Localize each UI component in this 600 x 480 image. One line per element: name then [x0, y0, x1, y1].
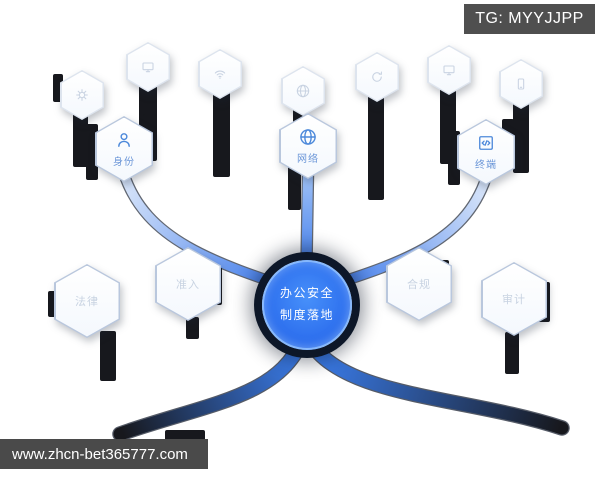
shadow-bar	[288, 166, 301, 210]
node-label: 准入	[176, 279, 200, 291]
user-icon	[118, 133, 130, 147]
shadow-bar	[186, 317, 199, 339]
globe-icon	[296, 84, 310, 98]
satellite-node	[281, 66, 325, 116]
sync-icon	[372, 71, 382, 82]
node-label: 法律	[75, 296, 99, 308]
node-label: 合规	[407, 279, 431, 291]
center-node-line1: 办公安全	[279, 286, 334, 301]
node-compliance: 合规	[386, 247, 452, 321]
wifi-icon	[214, 70, 226, 79]
node-label: 审计	[502, 294, 526, 306]
shadow-bar	[505, 332, 519, 374]
shadow-bar	[48, 291, 57, 317]
shadow-bar	[100, 331, 116, 381]
node-terminal: 终端	[457, 119, 515, 185]
watermark-bar: www.zhcn-bet365777.com	[0, 439, 208, 469]
shadow-bar	[165, 430, 205, 441]
center-node: 办公安全 制度落地	[262, 260, 352, 350]
shadow-bar	[213, 91, 230, 177]
code-icon	[479, 136, 493, 150]
node-access: 准入	[155, 247, 221, 321]
monitor-icon	[443, 65, 455, 76]
shadow-bar	[53, 74, 63, 102]
center-node-line2: 制度落地	[279, 308, 334, 322]
shadow-bar	[368, 96, 384, 200]
gear-icon	[76, 89, 88, 101]
satellite-node	[198, 49, 242, 99]
node-network: 网络	[279, 113, 337, 179]
smartphone-icon	[517, 78, 525, 90]
node-identity: 身份	[95, 116, 153, 182]
satellite-node	[499, 59, 543, 109]
globe-icon	[300, 129, 316, 145]
node-label: 网络	[297, 154, 319, 165]
monitor-icon	[142, 62, 154, 73]
node-audit: 审计	[481, 262, 547, 336]
node-label: 身份	[113, 157, 135, 168]
tg-badge-label: TG: MYYJJPP	[475, 10, 584, 27]
tg-badge: TG: MYYJJPP	[464, 4, 595, 34]
shadow-bar	[73, 103, 88, 167]
satellite-node	[60, 70, 104, 120]
shadow-bar	[143, 114, 156, 130]
shadow-bar	[513, 103, 529, 173]
node-label: 终端	[475, 160, 497, 171]
watermark-label: www.zhcn-bet365777.com	[12, 445, 188, 463]
node-law: 法律	[54, 264, 120, 338]
satellite-node	[427, 45, 471, 95]
satellite-node	[355, 52, 399, 102]
satellite-node	[126, 42, 170, 92]
